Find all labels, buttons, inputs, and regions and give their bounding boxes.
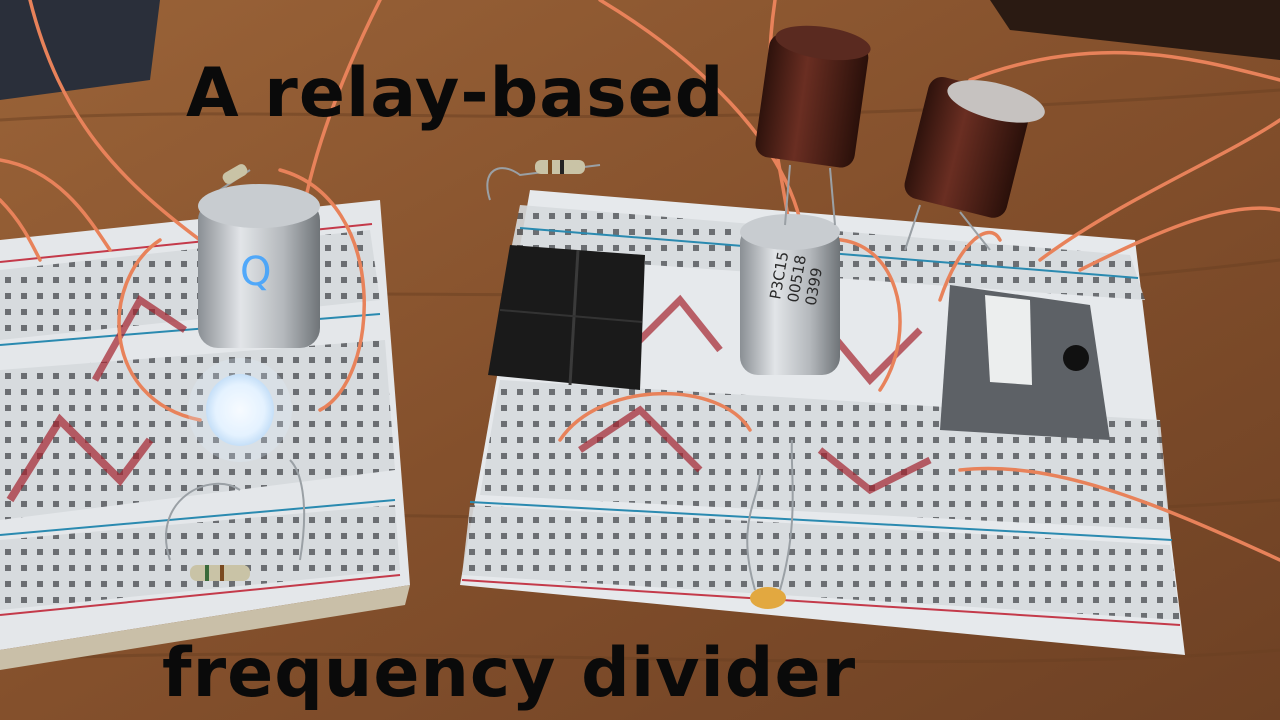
relay-block-black (488, 245, 645, 390)
left-breadboard (0, 200, 410, 670)
dark-object-top-right (990, 0, 1280, 60)
relay-right: P3C15 00518 0399 (740, 214, 840, 375)
capacitor-left (755, 25, 871, 226)
relay-left: Q (198, 184, 320, 348)
capacitor-right (904, 77, 1045, 251)
caption-line-2: frequency divider (162, 634, 857, 713)
resistor-bottom-left (165, 459, 306, 581)
resistor-top-middle (486, 160, 601, 201)
led (188, 358, 292, 462)
relay-left-marking: Q (240, 249, 271, 295)
ceramic-capacitor (746, 439, 794, 609)
dark-object-top-left (0, 0, 160, 100)
resistor-top-left (219, 164, 251, 191)
caption-line-1: A relay-based (186, 54, 725, 133)
wires (0, 0, 1280, 562)
relay-grey (940, 285, 1110, 440)
